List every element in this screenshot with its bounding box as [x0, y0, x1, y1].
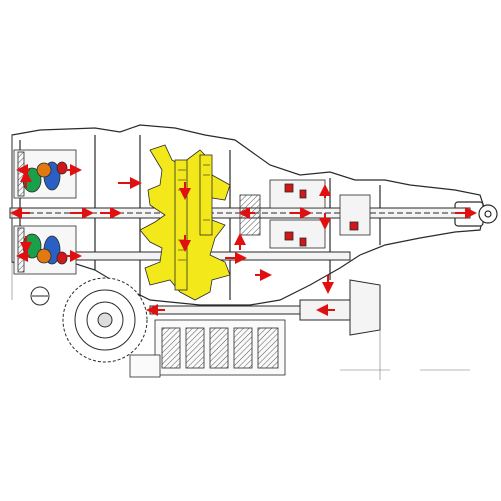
clutch-red-lower — [56, 251, 68, 265]
highlighted-gear-train — [139, 144, 231, 301]
ring-gear — [62, 277, 148, 363]
input-clutch-pack — [13, 149, 77, 275]
sensor-ring — [30, 286, 50, 306]
valve-body — [129, 319, 286, 378]
clutch-orange-upper — [36, 162, 52, 178]
clutch-red-upper — [56, 161, 68, 175]
power-flow-arrows — [10, 164, 477, 316]
clutch-orange-lower — [36, 248, 52, 264]
rear-clutch-pack — [239, 179, 371, 249]
